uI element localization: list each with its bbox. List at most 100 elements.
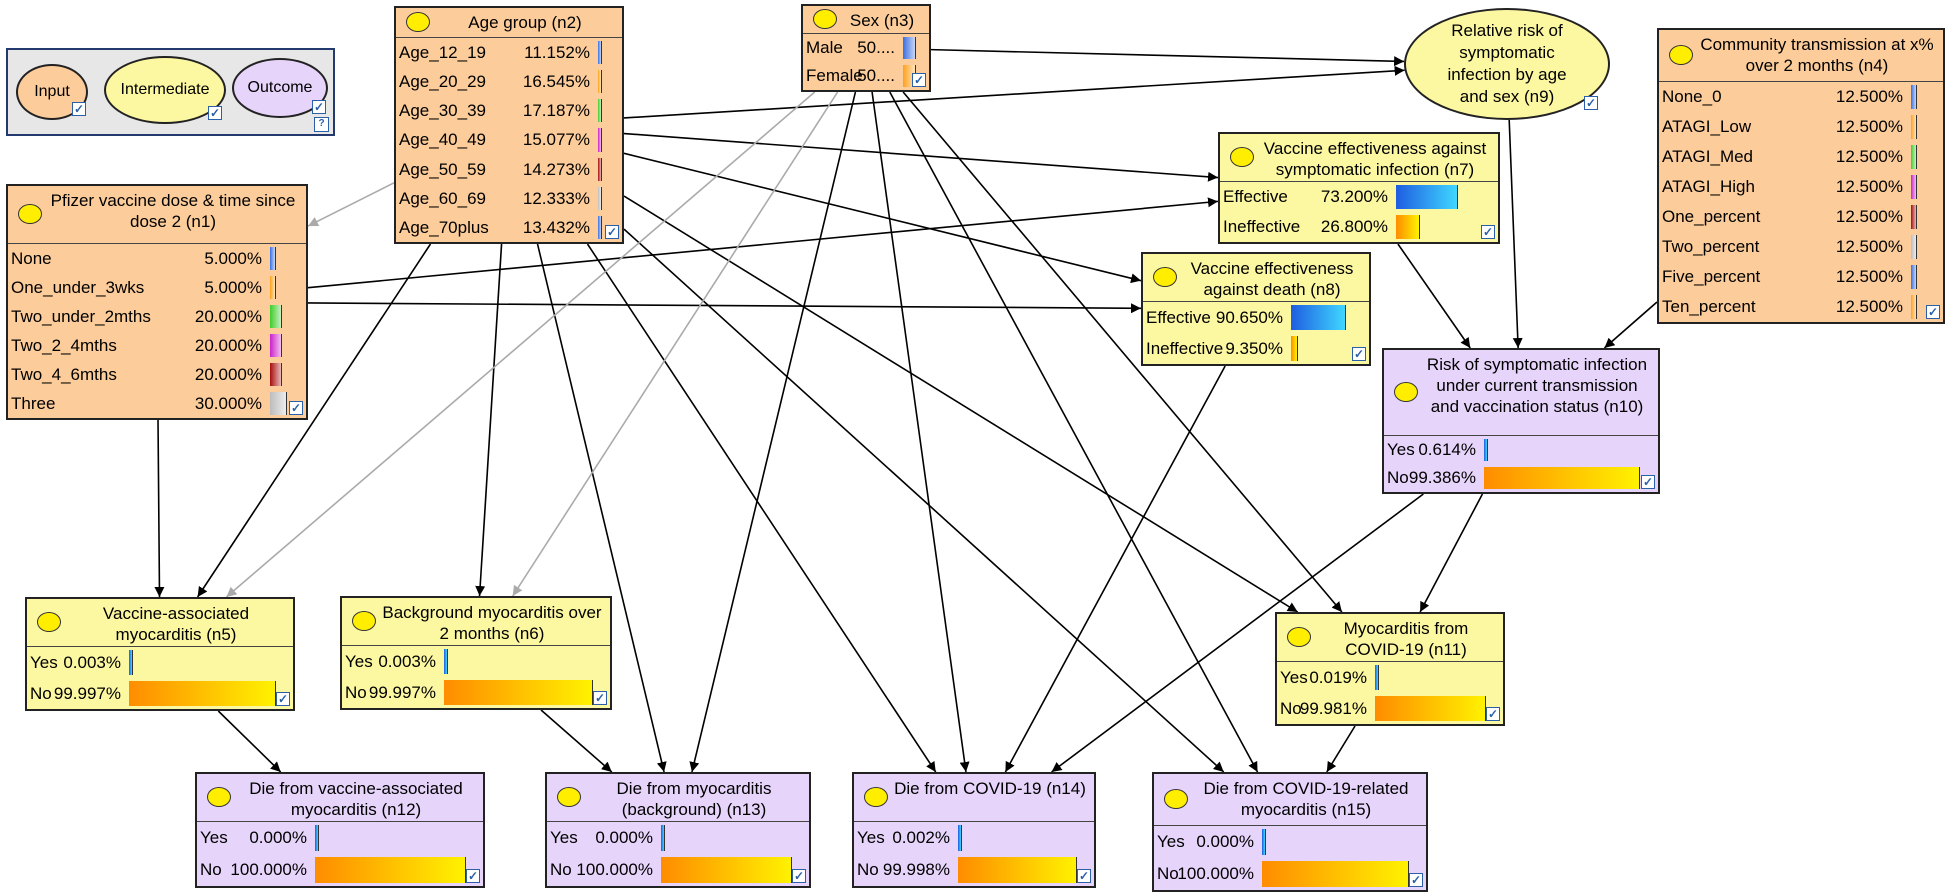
checkbox-icon[interactable]: ✓ [1481, 225, 1495, 239]
probability-bar [1911, 265, 1918, 289]
state-label: No [857, 860, 879, 879]
state-value: 20.000% [194, 307, 262, 326]
probability-bar [598, 128, 602, 152]
checkbox-icon[interactable]: ✓ [276, 692, 290, 706]
edge-n2-n8 [623, 152, 1142, 284]
checkbox-icon[interactable]: ✓ [1584, 96, 1598, 110]
checkbox-icon[interactable]: ✓ [593, 691, 607, 705]
checkbox-icon[interactable]: ✓ [912, 73, 926, 87]
probability-bar-track [661, 825, 791, 851]
checkbox-icon[interactable]: ✓ [1926, 305, 1940, 319]
state-label: Yes [857, 828, 885, 847]
checkbox-icon[interactable]: ✓ [1352, 347, 1366, 361]
legend-outcome: Outcome ✓ [232, 58, 328, 118]
node-n6[interactable]: Background myocarditis over 2 months (n6… [340, 596, 612, 710]
node-n9[interactable]: Relative risk of symptomatic infection b… [1404, 8, 1610, 120]
probability-bar [598, 157, 602, 181]
checkbox-icon[interactable]: ✓ [605, 225, 619, 239]
checkbox-icon[interactable]: ✓ [312, 100, 326, 114]
help-icon[interactable]: ? [314, 117, 329, 132]
state-label: Yes [550, 828, 578, 847]
node-n4[interactable]: Community transmission at x% over 2 mont… [1657, 28, 1945, 324]
node-n10[interactable]: Risk of symptomatic infection under curr… [1382, 348, 1660, 494]
node-n15[interactable]: Die from COVID-19-related myocarditis (n… [1152, 772, 1428, 892]
checkbox-icon[interactable]: ✓ [792, 869, 806, 883]
node-n12[interactable]: Die from vaccine-associated myocarditis … [195, 772, 485, 888]
checkbox-icon[interactable]: ✓ [1077, 869, 1091, 883]
checkbox-icon[interactable]: ✓ [208, 106, 222, 120]
probability-bar-track [598, 128, 604, 152]
checkbox-icon[interactable]: ✓ [466, 869, 480, 883]
edge-n2-n13 [536, 243, 667, 773]
probability-bar [1911, 205, 1918, 229]
node-n13[interactable]: Die from myocarditis (background) (n13)Y… [545, 772, 811, 888]
legend: Input ✓ Intermediate ✓ Outcome ✓ ? [6, 48, 335, 136]
node-n8[interactable]: Vaccine effectiveness against death (n8)… [1141, 252, 1371, 366]
node-n7[interactable]: Vaccine effectiveness against symptomati… [1218, 132, 1500, 244]
state-label: ATAGI_High [1662, 177, 1755, 196]
legend-input-label: Input [34, 83, 70, 100]
checkbox-icon[interactable]: ✓ [1486, 707, 1500, 721]
checkbox-icon[interactable]: ✓ [1409, 873, 1423, 887]
node-n1[interactable]: Pfizer vaccine dose & time since dose 2 … [6, 184, 308, 420]
state-label: Male [806, 38, 843, 57]
checkbox-icon[interactable]: ✓ [72, 102, 86, 116]
probability-bar [598, 99, 603, 123]
probability-bar-track [129, 681, 276, 706]
probability-bar-track [270, 392, 288, 415]
state-value: 0.003% [63, 653, 121, 672]
checkbox-icon[interactable]: ✓ [289, 401, 303, 415]
checkbox-icon[interactable]: ✓ [1641, 475, 1655, 489]
edge-n3-n9 [930, 48, 1405, 67]
state-label: None_0 [1662, 87, 1722, 106]
